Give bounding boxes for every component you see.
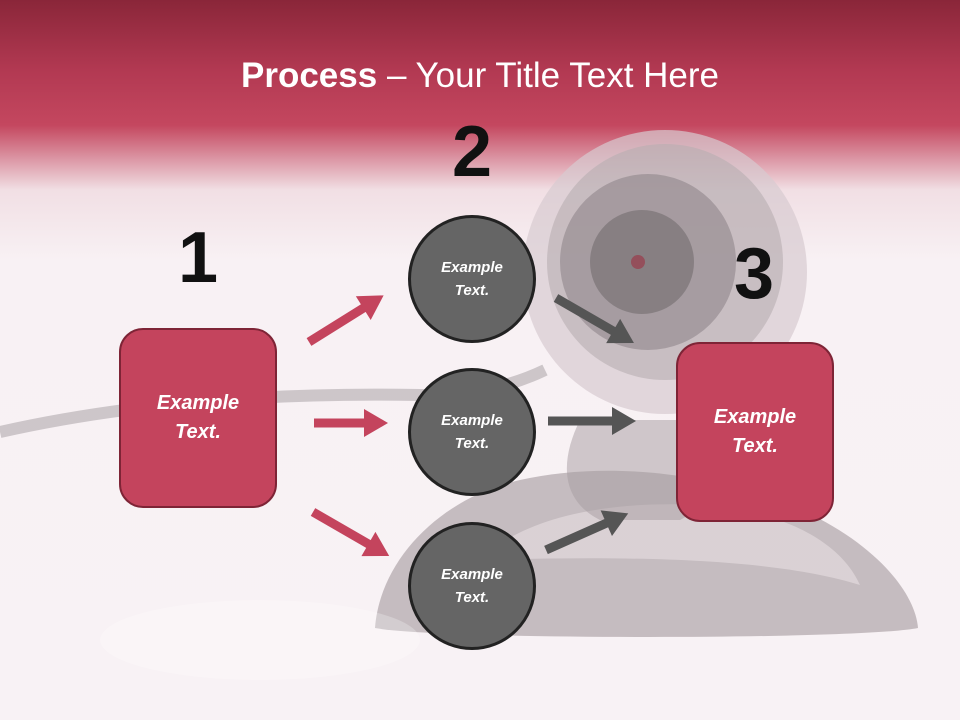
circle-top-line1: Example [441, 259, 503, 276]
step-number-2: 2 [451, 112, 493, 192]
left-box-line1: Example [156, 392, 240, 414]
right-box-line2: Text. [732, 435, 778, 457]
left-box-line2: Text. [175, 421, 221, 443]
slide-title: Process – Your Title Text Here [0, 54, 960, 98]
arrow-up-right-icon [306, 295, 384, 346]
circle-middle-line1: Example [441, 412, 503, 429]
arrow-down-right-icon [310, 508, 390, 557]
circle-middle-line2: Text. [454, 435, 490, 452]
gray-arrows [544, 294, 636, 555]
step-number-1: 1 [177, 218, 219, 298]
title-bold: Process [241, 56, 378, 95]
step-number-3: 3 [733, 234, 775, 314]
right-box-line1: Example [713, 406, 797, 428]
title-rest: Your Title Text Here [415, 56, 720, 95]
title-dash: – [377, 56, 416, 95]
circle-bottom-line2: Text. [454, 589, 490, 606]
pink-arrows [306, 295, 390, 557]
arrow-up-right-icon [544, 510, 629, 555]
arrow-right-icon [314, 409, 388, 437]
arrow-right-icon [548, 407, 636, 435]
circle-bottom-line1: Example [441, 566, 503, 583]
arrow-down-right-icon [553, 294, 634, 344]
circle-top-line2: Text. [454, 282, 490, 299]
